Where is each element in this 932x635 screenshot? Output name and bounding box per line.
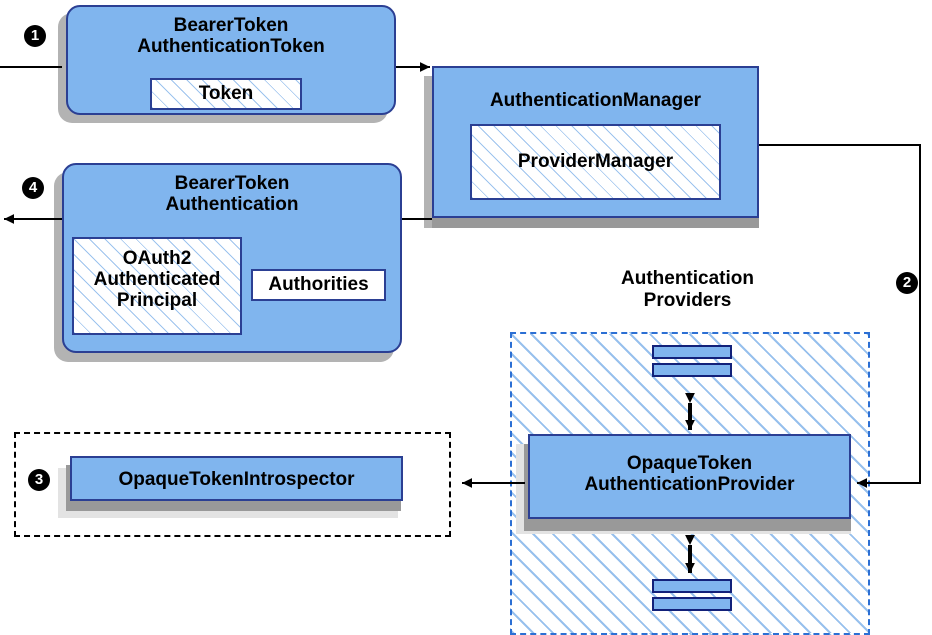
- provider-placeholder-bar: [652, 579, 732, 593]
- provider-placeholder-bar: [652, 345, 732, 359]
- opaque-token-authentication-provider-title: OpaqueToken AuthenticationProvider: [530, 453, 849, 496]
- principal-line3: Principal: [116, 289, 198, 311]
- otap-title-line1: OpaqueToken: [626, 453, 753, 474]
- otap-title-line2: AuthenticationProvider: [584, 474, 795, 496]
- authentication-providers-title-line1: Authentication: [621, 268, 754, 289]
- bta-title-line1: BearerToken: [174, 173, 290, 194]
- authentication-providers-title: Authentication Providers: [580, 268, 795, 312]
- bearer-token-authentication-token-title: BearerToken AuthenticationToken: [68, 15, 394, 58]
- btat-title-line1: BearerToken: [173, 15, 289, 36]
- provider-placeholder-top: [652, 345, 732, 377]
- principal-line2: Authenticated: [93, 268, 221, 290]
- opaque-token-introspector-title: OpaqueTokenIntrospector: [118, 469, 355, 490]
- badge-step-3: 3: [28, 469, 50, 491]
- bearer-token-authentication-title: BearerToken Authentication: [64, 173, 400, 216]
- provider-placeholder-bar: [652, 597, 732, 611]
- authorities-box[interactable]: Authorities: [251, 269, 386, 301]
- provider-manager-box[interactable]: ProviderManager: [470, 124, 721, 200]
- authentication-providers-title-line2: Providers: [643, 289, 732, 311]
- authentication-manager-title: AuthenticationManager: [489, 90, 702, 111]
- bta-title-line2: Authentication: [165, 194, 299, 216]
- opaque-token-introspector-node[interactable]: OpaqueTokenIntrospector: [70, 456, 403, 501]
- provider-placeholder-bar: [652, 363, 732, 377]
- badge-step-4: 4: [22, 177, 44, 199]
- oauth2-authenticated-principal-box[interactable]: OAuth2 Authenticated Principal: [72, 237, 242, 335]
- token-box[interactable]: Token: [150, 78, 302, 110]
- opaque-token-authentication-provider-node[interactable]: OpaqueToken AuthenticationProvider: [528, 434, 851, 519]
- provider-placeholder-bottom: [652, 579, 732, 611]
- badge-step-1: 1: [24, 25, 46, 47]
- badge-step-2: 2: [896, 272, 918, 294]
- btat-title-line2: AuthenticationToken: [137, 36, 325, 58]
- principal-line1: OAuth2: [122, 248, 192, 269]
